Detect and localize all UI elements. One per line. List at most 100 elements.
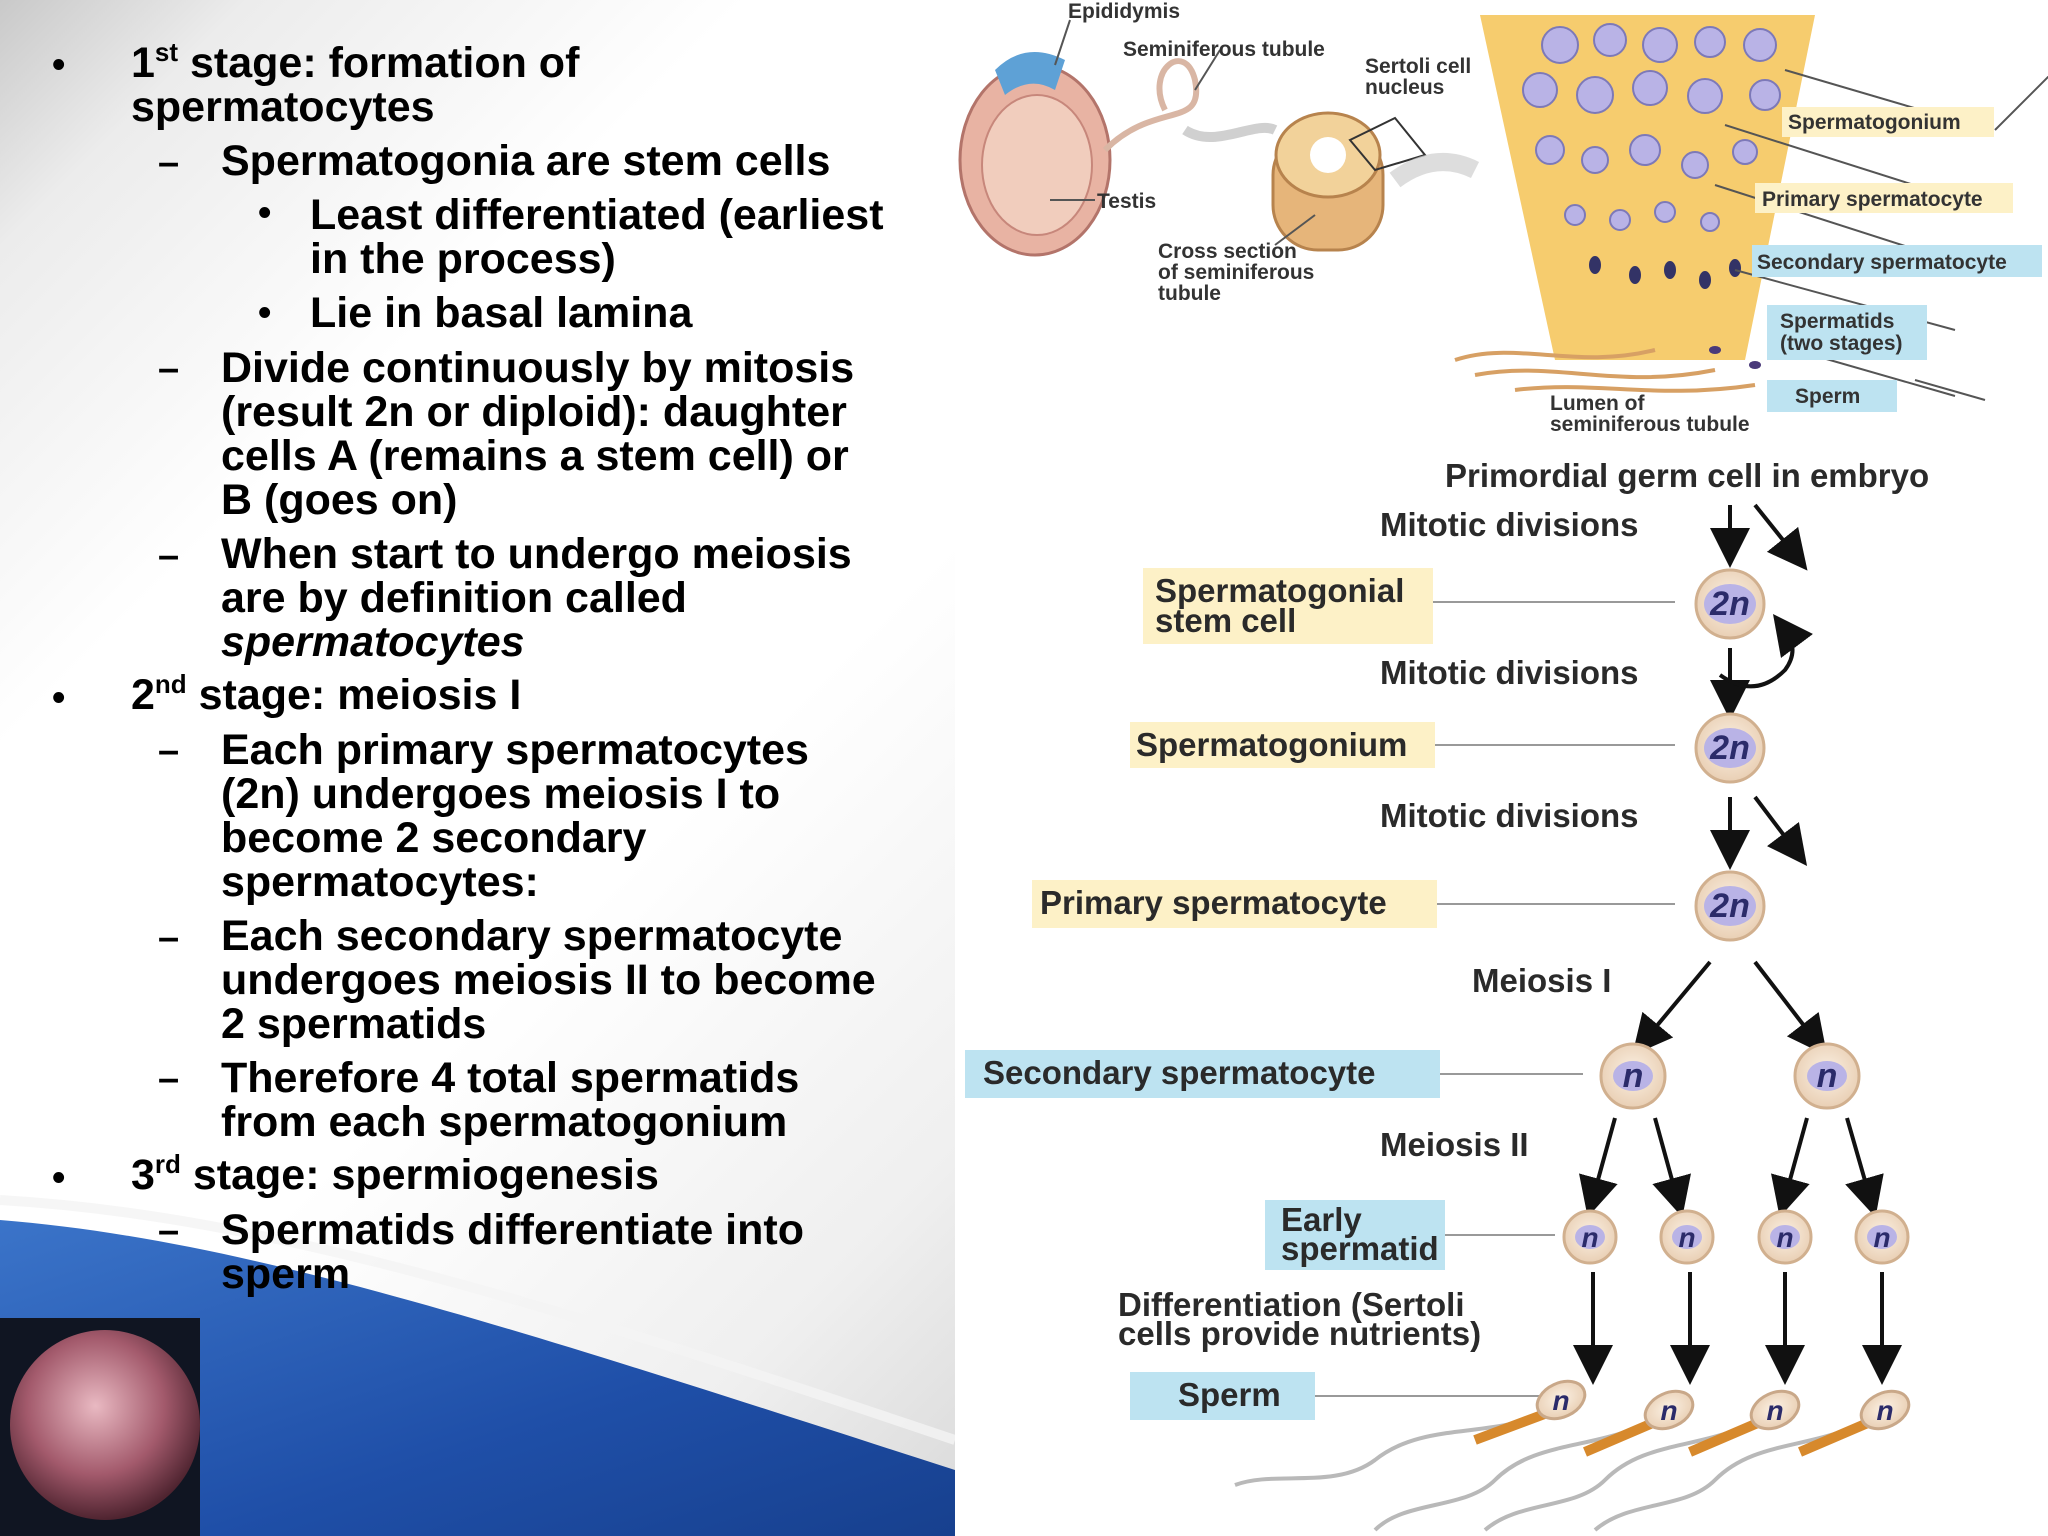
label-sperm-top: Sperm bbox=[1795, 385, 1860, 408]
sub-bullet-total-1: Therefore 4 total spermatids bbox=[221, 1054, 800, 1102]
label-lumen-1: Lumen of bbox=[1550, 392, 1645, 415]
label-cross-1: Cross section bbox=[1158, 240, 1297, 263]
sub-bullet-primary-1: Each primary spermatocytes bbox=[221, 726, 809, 774]
ploidy-spermatid-d: n bbox=[1873, 1222, 1890, 1253]
sub-bullet-stem-cells: Spermatogonia are stem cells bbox=[221, 137, 831, 185]
ploidy-sperm-a: n bbox=[1552, 1385, 1569, 1416]
seminiferous-figure: Epididymis Seminiferous tubule Sertoli c… bbox=[958, 0, 2048, 440]
ploidy-stem-cell: 2n bbox=[1709, 585, 1750, 623]
flow-box-early-spermatid bbox=[1265, 1200, 1445, 1270]
flow-stem-cell-line-1: Spermatogonial bbox=[1155, 572, 1404, 609]
flow-stem-cell-line-2: stem cell bbox=[1155, 602, 1296, 639]
flow-meiosis-1: Meiosis I bbox=[1472, 962, 1611, 999]
ploidy-secondary-a: n bbox=[1623, 1057, 1644, 1095]
label-cross-3: tubule bbox=[1158, 282, 1221, 305]
ploidy-spermatid-b: n bbox=[1678, 1222, 1695, 1253]
ploidy-primary: 2n bbox=[1709, 887, 1750, 925]
bullet-stage-1-line-2: spermatocytes bbox=[131, 83, 435, 131]
flow-mitotic-divisions-1: Mitotic divisions bbox=[1380, 506, 1639, 543]
sub-bullet-meiosis-3: spermatocytes bbox=[221, 618, 525, 666]
bullet-list: • 1st stage: formation of spermatocytes … bbox=[0, 0, 955, 1536]
ploidy-spermatid-c: n bbox=[1776, 1222, 1793, 1253]
label-seminiferous-tubule: Seminiferous tubule bbox=[1123, 38, 1325, 61]
flow-box-spermatogonium bbox=[1130, 722, 1435, 768]
sub-bullet-primary-3: become 2 secondary bbox=[221, 814, 647, 862]
flow-meiosis-2: Meiosis II bbox=[1380, 1126, 1529, 1163]
sub-bullet-mitosis-1: Divide continuously by mitosis bbox=[221, 344, 855, 392]
flow-primordial-germ-cell: Primordial germ cell in embryo bbox=[1445, 457, 1929, 494]
sub-bullet-secondary-3: 2 spermatids bbox=[221, 1000, 487, 1048]
sperm-drawings bbox=[1234, 1379, 1911, 1532]
bullet-marker: • bbox=[258, 192, 272, 234]
flow-spermatogonium: Spermatogonium bbox=[1136, 726, 1407, 763]
sub-bullet-primary-4: spermatocytes: bbox=[221, 858, 539, 906]
label-box-spermatogonium bbox=[1782, 107, 1994, 137]
label-sertoli-2: nucleus bbox=[1365, 76, 1444, 99]
bullet-stage-3: 3rd stage: spermiogenesis bbox=[131, 1149, 659, 1199]
ploidy-sperm-b: n bbox=[1660, 1395, 1677, 1426]
ploidy-secondary-b: n bbox=[1817, 1057, 1838, 1095]
spermatogenesis-diagram: Epididymis Seminiferous tubule Sertoli c… bbox=[958, 0, 2048, 1532]
flow-differentiation-1: Differentiation (Sertoli bbox=[1118, 1286, 1465, 1323]
spermatogenesis-flowchart: 2n 2n 2n n n n n n n n n n n Primordial … bbox=[965, 457, 1929, 1532]
ploidy-sperm-d: n bbox=[1876, 1395, 1893, 1426]
flow-box-stem-cell bbox=[1143, 568, 1433, 644]
sub-bullet-total-2: from each spermatogonium bbox=[221, 1098, 788, 1146]
flow-primary-spermatocyte: Primary spermatocyte bbox=[1040, 884, 1387, 921]
flow-box-sperm bbox=[1130, 1372, 1315, 1420]
label-sertoli-1: Sertoli cell bbox=[1365, 55, 1471, 78]
dash-marker: – bbox=[158, 730, 180, 772]
sub-bullet-secondary-2: undergoes meiosis II to become bbox=[221, 956, 876, 1004]
label-testis: Testis bbox=[1097, 190, 1156, 213]
ploidy-spermatogonium: 2n bbox=[1709, 729, 1750, 767]
label-spermatids-1: Spermatids bbox=[1780, 310, 1894, 333]
dash-marker: – bbox=[158, 348, 180, 390]
sub-bullet-primary-2: (2n) undergoes meiosis I to bbox=[221, 770, 781, 818]
sub-bullet-mitosis-4: B (goes on) bbox=[221, 476, 458, 524]
diagram-panel: Epididymis Seminiferous tubule Sertoli c… bbox=[955, 0, 2048, 1536]
bullet-marker: • bbox=[52, 677, 66, 719]
dash-marker: – bbox=[158, 917, 180, 959]
flow-differentiation-2: cells provide nutrients) bbox=[1118, 1315, 1481, 1352]
label-epididymis: Epididymis bbox=[1068, 0, 1180, 23]
blue-swoosh bbox=[0, 1195, 955, 1536]
sub-bullet-spermiogenesis-2: sperm bbox=[221, 1250, 351, 1298]
sub-bullet-mitosis-2: (result 2n or diploid): daughter bbox=[221, 388, 847, 436]
dash-marker: – bbox=[158, 535, 180, 577]
flow-early-spermatid-2: spermatid bbox=[1281, 1230, 1439, 1267]
label-spermatogonium: Spermatogonium bbox=[1788, 111, 1961, 134]
cells bbox=[1562, 568, 1910, 1265]
egg-cell-photo bbox=[10, 1330, 200, 1520]
label-box-secondary-spermatocyte bbox=[1752, 245, 2042, 277]
ploidy-sperm-c: n bbox=[1766, 1395, 1783, 1426]
flow-box-primary bbox=[1032, 880, 1437, 928]
label-lumen-2: seminiferous tubule bbox=[1550, 413, 1750, 436]
bullet-marker: • bbox=[258, 292, 272, 334]
bullet-marker: • bbox=[52, 1157, 66, 1199]
label-spermatids-2: (two stages) bbox=[1780, 332, 1903, 355]
sub-bullet-secondary-1: Each secondary spermatocyte bbox=[221, 912, 843, 960]
label-cross-2: of seminiferous bbox=[1158, 261, 1314, 284]
dash-marker: – bbox=[158, 142, 180, 184]
sub-sub-least-differentiated-2: in the process) bbox=[310, 235, 616, 283]
dash-marker: – bbox=[158, 1058, 180, 1100]
flow-secondary-spermatocyte: Secondary spermatocyte bbox=[983, 1054, 1376, 1091]
sub-bullet-meiosis-1: When start to undergo meiosis bbox=[221, 530, 852, 578]
label-box-primary-spermatocyte bbox=[1755, 183, 2013, 213]
bullet-stage-2: 2nd stage: meiosis I bbox=[131, 669, 522, 719]
flow-early-spermatid-1: Early bbox=[1281, 1201, 1362, 1238]
flow-mitotic-divisions-3: Mitotic divisions bbox=[1380, 797, 1639, 834]
sub-bullet-spermiogenesis-1: Spermatids differentiate into bbox=[221, 1206, 804, 1254]
dash-marker: – bbox=[158, 1210, 180, 1252]
sub-sub-basal-lamina: Lie in basal lamina bbox=[310, 289, 693, 337]
sub-bullet-mitosis-3: cells A (remains a stem cell) or bbox=[221, 432, 849, 480]
slide-background bbox=[0, 0, 955, 1536]
flow-mitotic-divisions-2: Mitotic divisions bbox=[1380, 654, 1639, 691]
label-primary-spermatocyte: Primary spermatocyte bbox=[1762, 188, 1983, 211]
flow-sperm: Sperm bbox=[1178, 1376, 1281, 1413]
sub-bullet-meiosis-2: are by definition called bbox=[221, 574, 687, 622]
bullet-marker: • bbox=[52, 44, 66, 86]
sub-sub-least-differentiated-1: Least differentiated (earliest bbox=[310, 191, 884, 239]
label-box-spermatids bbox=[1767, 305, 1927, 360]
label-secondary-spermatocyte: Secondary spermatocyte bbox=[1757, 251, 2007, 274]
